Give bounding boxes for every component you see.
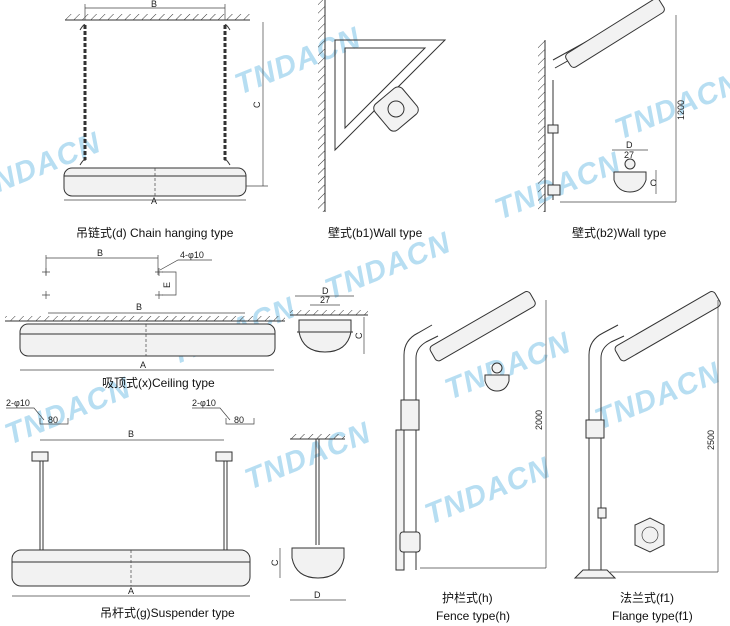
caption-wall-b2: 壁式(b2)Wall type xyxy=(572,225,667,240)
panel-flange: 2500 法兰式(f1) Flange type(f1) xyxy=(573,291,721,623)
dimension-height: 2500 xyxy=(706,430,716,450)
dimension-a: A xyxy=(151,196,157,206)
dimension-d: D xyxy=(626,140,633,150)
hole-spacing-right: 80 xyxy=(234,415,244,425)
dimension-a: A xyxy=(128,586,134,596)
caption-ceiling: 吸顶式(x)Ceiling type xyxy=(102,376,215,390)
panel-chain-hanging: B A C 吊链式(d) Chain hanging type xyxy=(63,0,268,240)
dimension-c: C xyxy=(270,559,280,566)
panel-wall-b1: 壁式(b1)Wall type xyxy=(318,0,447,240)
dimension-d: D xyxy=(314,590,321,600)
dimension-c: C xyxy=(354,332,364,339)
mounting-holes-label-left: 2-φ10 xyxy=(6,398,30,408)
panel-fence: 2000 护栏式(h) Fence type(h) xyxy=(395,291,547,623)
caption-flange-en: Flange type(f1) xyxy=(612,609,693,623)
dimension-27: 27 xyxy=(320,295,330,305)
watermark: TNDACN xyxy=(610,66,730,146)
dimension-b: B xyxy=(151,0,157,9)
watermark: TNDACN xyxy=(240,416,376,496)
panel-suspender: 2-φ10 80 2-φ10 80 B A 吊杆式(g)Suspender ty… xyxy=(6,398,346,620)
dimension-b: B xyxy=(136,302,142,312)
panel-wall-b2: 1200 D 27 C 壁式(b2)Wall type xyxy=(538,0,686,240)
caption-suspender: 吊杆式(g)Suspender type xyxy=(100,606,235,620)
watermark: TNDACN xyxy=(230,21,366,101)
watermark: TNDACN xyxy=(420,451,556,531)
dimension-e: E xyxy=(162,282,172,288)
caption-wall-b1: 壁式(b1)Wall type xyxy=(328,225,423,240)
caption-fence-cn: 护栏式(h) xyxy=(442,590,493,605)
mounting-holes-label: 4-φ10 xyxy=(180,250,204,260)
dimension-a: A xyxy=(140,360,146,370)
watermark: TNDACN xyxy=(590,356,726,436)
panel-ceiling: B 4-φ10 E B A 吸顶式(x)Ceiling type D 27 C xyxy=(5,248,368,390)
dimension-b-top: B xyxy=(97,248,103,258)
caption-chain-hanging: 吊链式(d) Chain hanging type xyxy=(76,225,234,240)
caption-flange-cn: 法兰式(f1) xyxy=(620,591,674,605)
dimension-height: 2000 xyxy=(534,410,544,430)
dimension-height: 1200 xyxy=(676,100,686,120)
watermarks: TNDACN TNDACN TNDACN TNDACN TNDACN TNDAC… xyxy=(0,21,730,531)
dimension-27: 27 xyxy=(624,150,634,160)
dimension-c: C xyxy=(252,101,262,108)
dimension-d: D xyxy=(322,286,329,296)
dimension-c: C xyxy=(650,178,657,188)
hole-spacing-left: 80 xyxy=(48,415,58,425)
caption-fence-en: Fence type(h) xyxy=(436,609,510,623)
dimension-b: B xyxy=(128,429,134,439)
mounting-holes-label-right: 2-φ10 xyxy=(192,398,216,408)
